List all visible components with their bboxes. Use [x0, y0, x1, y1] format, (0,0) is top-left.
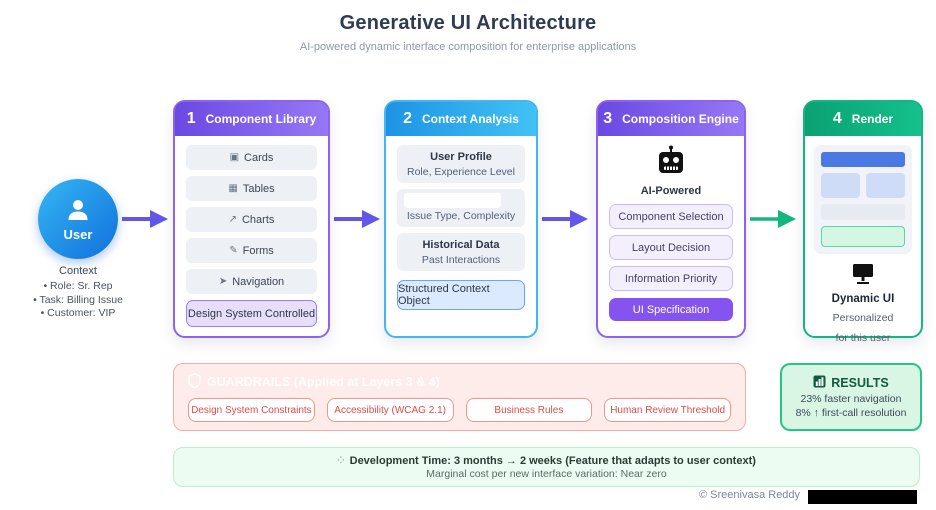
structured-context-badge: Structured Context Object	[397, 280, 525, 310]
copyright-text: © Sreenivasa Reddy	[699, 489, 801, 501]
library-item-forms: ✎ Forms	[186, 238, 317, 263]
column-title: Context Analysis	[421, 112, 519, 126]
flow-arrow-icon	[122, 210, 168, 228]
mockup-green-panel	[821, 226, 905, 247]
context-card-subtitle: Role, Experience Level	[407, 166, 515, 178]
mockup-tile	[821, 173, 860, 198]
page-title: Generative UI Architecture	[339, 12, 597, 34]
library-item-tables: ▦ Tables	[186, 176, 317, 201]
redacted-footer-block	[808, 490, 917, 504]
render-caption: Personalized	[832, 312, 894, 324]
user-block: User Context • Role: Sr. Rep • Task: Bil…	[33, 179, 123, 319]
context-card-task: Issue Type, Complexity	[397, 189, 525, 227]
results-title-text: RESULTS	[831, 376, 889, 390]
cards-icon: ▣	[229, 152, 240, 163]
library-item-label: Forms	[242, 244, 274, 257]
render-caption: for this user	[835, 332, 891, 345]
library-item-label: Cards	[244, 151, 274, 164]
flow-arrow-icon	[542, 210, 588, 228]
library-item-charts: ↗ Charts	[186, 207, 317, 232]
ai-section: AI-Powered	[609, 145, 733, 197]
library-item-label: Charts	[241, 213, 275, 226]
mockup-gray-bar	[821, 204, 905, 220]
tables-icon: ▦	[228, 183, 238, 194]
guardrail-chip-accessibility: Accessibility (WCAG 2.1)	[326, 398, 454, 422]
mockup-header-bar	[821, 152, 905, 167]
chart-icon	[813, 375, 826, 391]
user-icon	[65, 197, 91, 226]
dynamic-ui-label: Dynamic UI	[831, 293, 895, 305]
engine-step-information-priority: Information Priority	[609, 266, 733, 291]
context-card-subtitle: Past Interactions	[421, 254, 501, 266]
column-header: 1 Component Library	[175, 102, 328, 136]
context-item: • Task: Billing Issue	[33, 293, 123, 306]
development-time-banner: ⁘ Development Time: 3 months → 2 weeks (…	[173, 447, 920, 487]
step-number: 2	[403, 110, 412, 127]
step-number: 1	[186, 110, 196, 127]
context-card-subtitle: Issue Type, Complexity	[406, 210, 516, 222]
mockup-tile	[866, 173, 905, 198]
ui-specification-badge: UI Specification	[609, 298, 733, 321]
context-card-user-profile: User Profile Role, Experience Level	[397, 145, 525, 183]
library-item-label: Tables	[242, 182, 275, 195]
column-header: 4 Render	[805, 102, 921, 136]
redaction-overlay	[404, 193, 502, 208]
context-item: • Role: Sr. Rep	[43, 280, 113, 292]
robot-icon	[654, 145, 688, 182]
engine-step-layout-decision: Layout Decision	[609, 235, 733, 260]
ai-powered-label: AI-Powered	[640, 185, 702, 197]
column-title: Component Library	[205, 112, 317, 126]
context-item: • Customer: VIP	[40, 307, 116, 320]
guardrails-panel: GUARDRAILS (Applied at Layers 3 & 4) Des…	[173, 363, 746, 431]
forms-icon: ✎	[229, 245, 238, 256]
guardrails-title: GUARDRAILS (Applied at Layers 3 & 4)	[188, 373, 731, 391]
results-metric: 23% faster navigation	[800, 393, 902, 405]
guardrails-title-text: GUARDRAILS (Applied at Layers 3 & 4)	[207, 375, 440, 389]
sparkle-icon: ⁘	[337, 455, 345, 465]
context-title: Context	[59, 265, 97, 277]
column-title: Render	[851, 112, 894, 126]
results-title: RESULTS	[813, 375, 889, 391]
library-item-cards: ▣ Cards	[186, 145, 317, 170]
flow-arrow-green-icon	[750, 210, 796, 228]
engine-step-component-selection: Component Selection	[609, 204, 733, 229]
context-card-historical-data: Historical Data Past Interactions	[397, 233, 525, 271]
ui-mockup	[814, 145, 912, 254]
context-card-title: Historical Data	[422, 239, 500, 251]
step-number: 3	[603, 110, 613, 127]
guardrail-chip-human-review: Human Review Threshold	[604, 398, 731, 422]
banner-subline: Marginal cost per new interface variatio…	[426, 467, 667, 480]
column-render: 4 Render Dynamic UI Personalized for thi…	[803, 100, 923, 344]
monitor-icon	[814, 262, 912, 286]
column-composition-engine: 3 Composition Engine AI-Powered Componen…	[596, 100, 746, 338]
results-metric: 8% ↑ first-call resolution	[795, 407, 907, 419]
user-node: User	[38, 179, 118, 259]
column-component-library: 1 Component Library ▣ Cards ▦ Tables ↗ Char…	[173, 100, 330, 338]
navigation-icon: ➤	[218, 276, 228, 287]
library-item-navigation: ➤ Navigation	[186, 269, 317, 294]
shield-icon	[188, 373, 201, 391]
page-subtitle: AI-powered dynamic interface composition…	[299, 41, 637, 53]
guardrail-chip-business-rules: Business Rules	[465, 398, 593, 422]
guardrail-chip-design-system: Design System Constraints	[188, 398, 315, 422]
column-context-analysis: 2 Context Analysis User Profile Role, Ex…	[384, 100, 538, 338]
results-panel: RESULTS 23% faster navigation 8% ↑ first…	[780, 363, 922, 431]
user-label: User	[63, 226, 93, 242]
banner-headline: Development Time: 3 months → 2 weeks (Fe…	[349, 454, 756, 467]
context-card-title: User Profile	[430, 151, 492, 163]
design-system-badge: Design System Controlled	[186, 300, 317, 327]
user-context: Context • Role: Sr. Rep • Task: Billing …	[6, 265, 150, 321]
column-header: 3 Composition Engine	[598, 102, 744, 136]
column-header: 2 Context Analysis	[386, 102, 536, 136]
library-item-label: Navigation	[232, 275, 285, 288]
column-title: Composition Engine	[622, 112, 739, 126]
step-number: 4	[832, 110, 842, 127]
charts-icon: ↗	[228, 214, 237, 225]
flow-arrow-icon	[334, 210, 380, 228]
